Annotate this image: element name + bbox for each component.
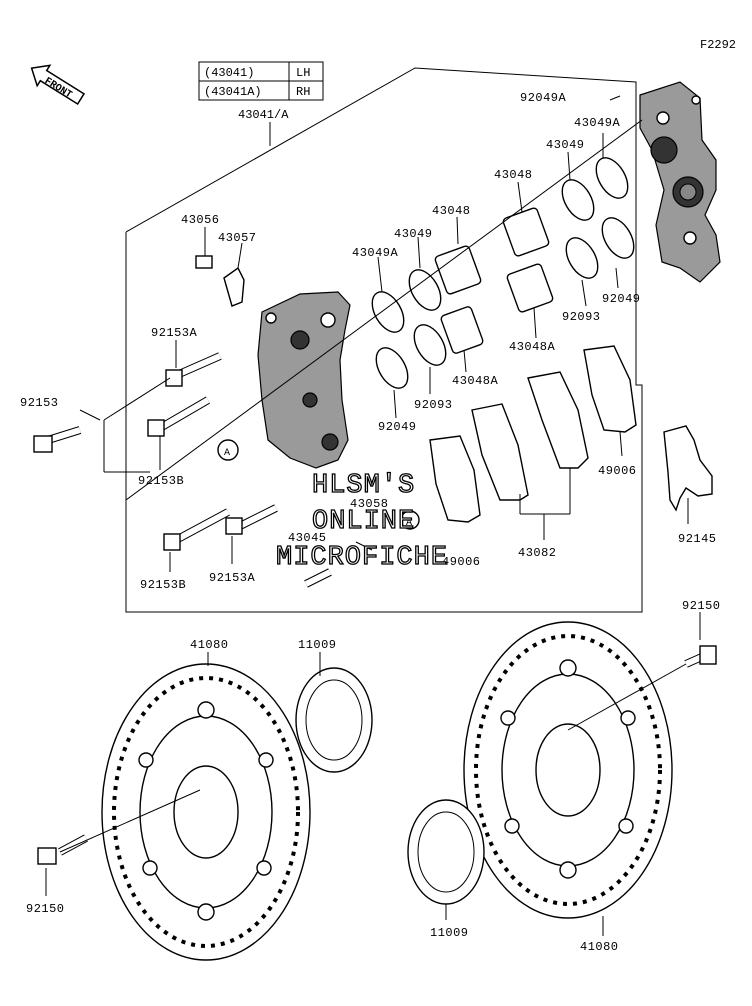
label-43048-left: 43048 [432, 204, 471, 218]
label-92049-left: 92049 [378, 420, 417, 434]
label-49006-left: 49006 [442, 555, 481, 569]
table-row-2-part: (43041A) [204, 85, 262, 99]
label-92049-right: 92049 [602, 292, 641, 306]
table-row-2-side: RH [296, 85, 310, 99]
label-92145: 92145 [678, 532, 717, 546]
front-arrow-icon: FRONT [30, 64, 86, 106]
label-92153: 92153 [20, 396, 59, 410]
label-43048a-right: 43048A [509, 340, 556, 354]
watermark-line-2: ONLINE [312, 507, 415, 537]
ref-marker-a-1-label: A [224, 448, 230, 459]
label-43049-left: 43049 [394, 227, 433, 241]
watermark-line-3: MICROFICHE [276, 543, 448, 573]
label-49006-right: 49006 [598, 464, 637, 478]
assembly-boundary [125, 67, 643, 613]
ref-marker-a-2-label: A [406, 518, 412, 529]
label-92049a: 92049A [520, 91, 567, 105]
label-43058: 43058 [350, 497, 389, 511]
label-43082: 43082 [518, 546, 557, 560]
pad-spring [663, 425, 713, 512]
brake-disc-left [101, 663, 311, 961]
label-92093-right: 92093 [562, 310, 601, 324]
label-43045: 43045 [288, 531, 327, 545]
label-92093-left: 92093 [414, 398, 453, 412]
caliper-side-table: (43041) LH (43041A) RH [198, 61, 324, 101]
label-92153a-top: 92153A [151, 326, 198, 340]
label-11009-right: 11009 [430, 926, 469, 940]
watermark-line-1: HLSM'S [312, 471, 415, 501]
leader-lines [45, 95, 701, 936]
brake-pads [471, 371, 589, 501]
disc-gaskets [295, 667, 485, 905]
part-labels: 92049A 43049A 43049 43048 43048 43049 43… [20, 91, 721, 954]
label-92153a-bottom: 92153A [209, 571, 256, 585]
diagram-id: F2292 [700, 38, 736, 52]
assembly-label: 43041/A [238, 108, 289, 122]
label-43048-right: 43048 [494, 168, 533, 182]
label-92153b-top: 92153B [138, 474, 184, 488]
watermark: HLSM'S ONLINE MICROFICHE [275, 470, 448, 573]
caliper-body-inner [257, 291, 351, 469]
label-43056: 43056 [181, 213, 220, 227]
label-43049-right: 43049 [546, 138, 585, 152]
label-43049a-right: 43049A [574, 116, 621, 130]
pad-shims [429, 345, 637, 523]
label-41080-left: 41080 [190, 638, 229, 652]
label-41080-right: 41080 [580, 940, 619, 954]
brake-disc-right [463, 621, 673, 919]
label-43049a-left: 43049A [352, 246, 399, 260]
label-43057: 43057 [218, 231, 257, 245]
label-92153b-bottom: 92153B [140, 578, 186, 592]
label-11009-left: 11009 [298, 638, 337, 652]
label-92150-left: 92150 [26, 902, 65, 916]
piston-seals [371, 157, 635, 389]
label-43048a-left: 43048A [452, 374, 499, 388]
table-row-1-part: (43041) [204, 66, 254, 80]
table-row-1-side: LH [296, 66, 310, 80]
caliper-body-outer [639, 81, 721, 283]
ref-marker-a: A A [217, 439, 420, 530]
pistons [434, 207, 554, 354]
label-92150-right: 92150 [682, 599, 721, 613]
